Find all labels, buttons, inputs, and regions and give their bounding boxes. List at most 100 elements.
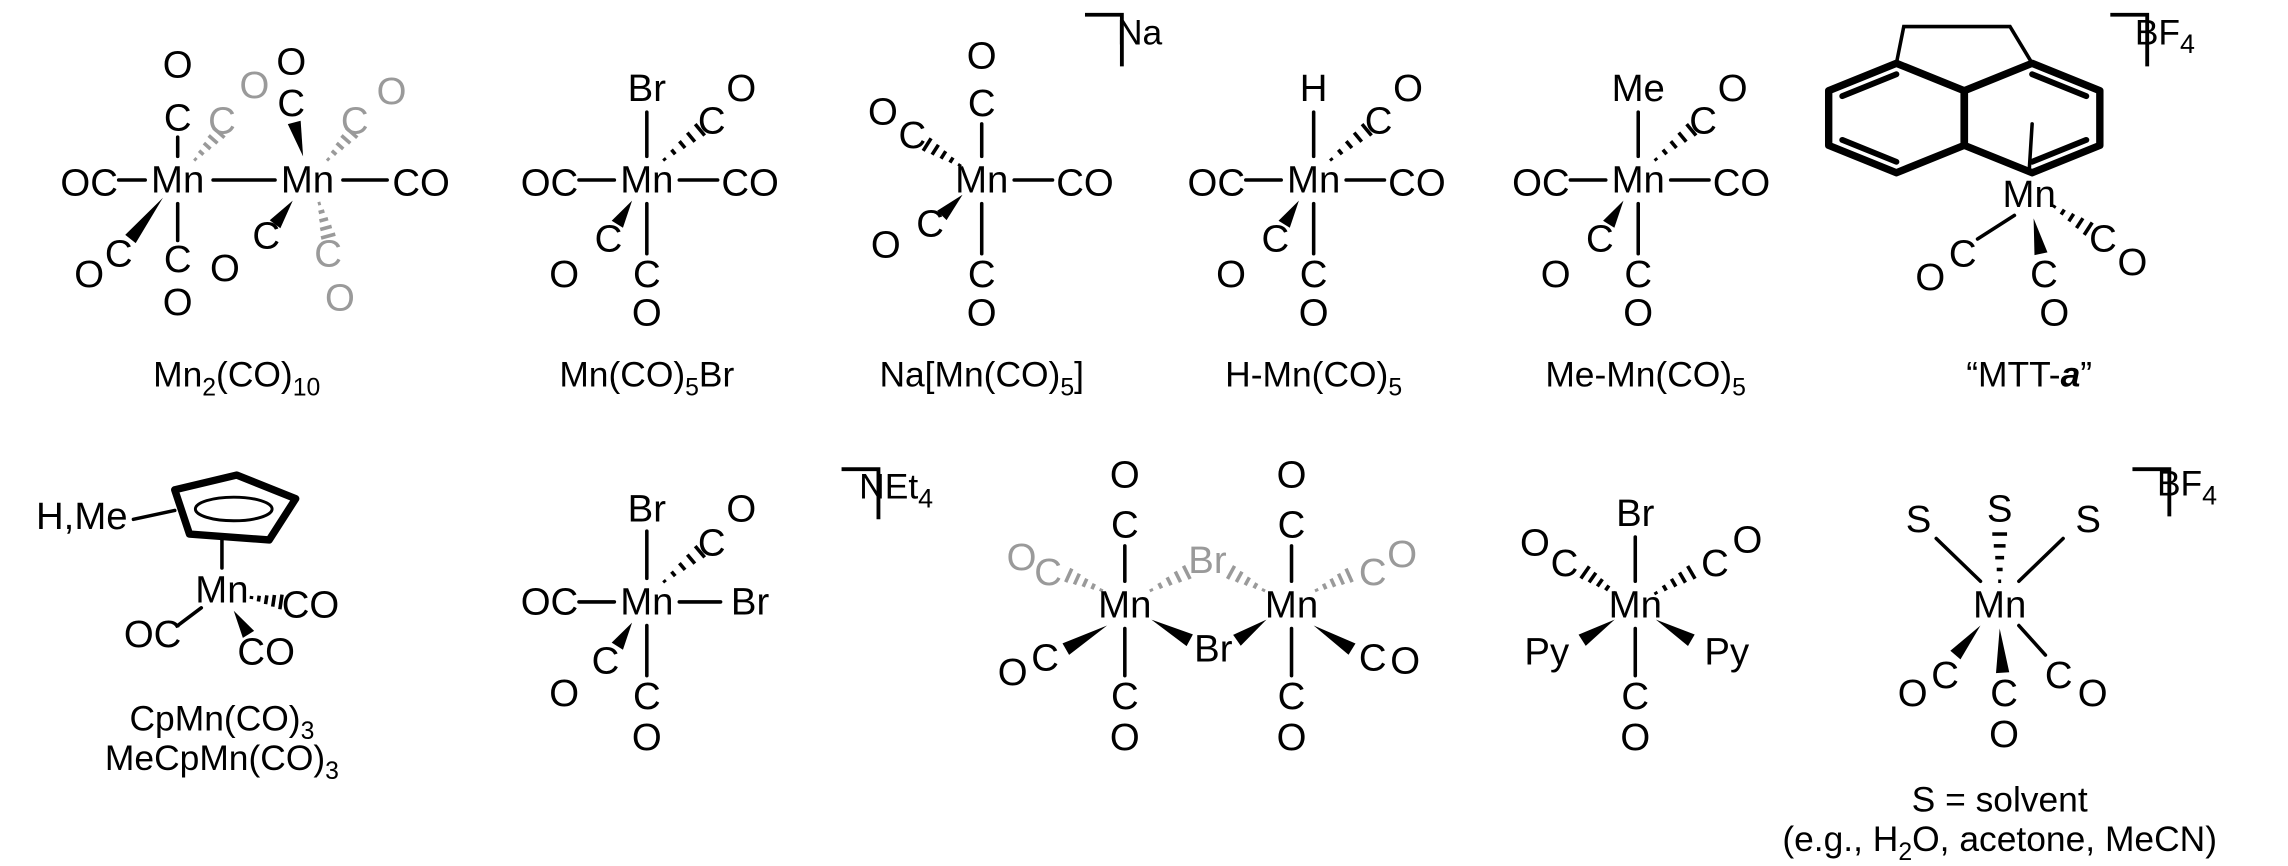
hashed-bond: [1653, 565, 1697, 596]
atom-label-c: C: [1701, 542, 1729, 585]
atom-label-o: O: [74, 253, 104, 296]
atom-label-mn: Mn: [151, 158, 204, 201]
atom-label-co: CO: [721, 161, 779, 204]
charge-bracket: [841, 467, 881, 520]
text-segment: (CO): [216, 355, 293, 395]
wedge-bond: [287, 120, 304, 157]
hashed-bond: [317, 201, 336, 240]
atom-label-c: C: [252, 215, 280, 258]
ethano-bridge: [1894, 24, 2034, 65]
compound-caption: Mn2​(CO)10​: [153, 355, 320, 402]
atom-label-mn: Mn: [281, 158, 334, 201]
text-segment: S = solvent: [1912, 779, 2088, 819]
atom-label-o: O: [967, 35, 997, 78]
atom-label-o: O: [871, 223, 901, 266]
subscript: 2: [202, 374, 216, 401]
atom-label-o: O: [1277, 716, 1307, 759]
compound-caption: Na[Mn(CO)5​]: [879, 355, 1084, 402]
atom-label-c: C: [916, 203, 944, 246]
atom-label-oc: OC: [1188, 161, 1246, 204]
atom-label-o: O: [163, 281, 193, 324]
compound-caption: Me-Mn(CO)5​: [1545, 355, 1746, 402]
atom-label-o: O: [1732, 518, 1762, 561]
text-segment: Mn(CO): [559, 355, 685, 395]
atom-label-mn: Mn: [195, 569, 248, 612]
cp-ring: [171, 471, 300, 544]
atom-label-oc: OC: [521, 580, 579, 623]
atom-label-o: O: [726, 487, 756, 530]
atom-label-c: C: [1261, 217, 1289, 260]
atom-label-o: O: [163, 43, 193, 86]
counter-ion: Na: [1117, 12, 1163, 52]
compound-caption: Mn(CO)5​Br: [559, 355, 734, 402]
wedge-bond: [1062, 625, 1108, 655]
bond-line: [2027, 122, 2034, 173]
bond-line: [1839, 71, 1900, 100]
atom-label-mn: Mn: [1287, 158, 1340, 201]
atom-label-o: O: [549, 672, 579, 715]
charge-bracket: [1084, 12, 1124, 67]
subscript: 5: [1388, 374, 1402, 401]
bond-line: [2029, 71, 2090, 100]
atom-label-o: O: [1520, 521, 1550, 564]
atom-label-o: O: [239, 64, 269, 107]
atom-label-mn: Mn: [1612, 158, 1665, 201]
hashed-bond: [325, 126, 359, 162]
hashed-bond: [193, 126, 226, 162]
atom-label-o: O: [1393, 67, 1423, 110]
atom-label-c: C: [2089, 217, 2117, 260]
text-segment: “MTT-: [1966, 355, 2060, 395]
atom-label-o: O: [549, 253, 579, 296]
subscript: 3: [325, 758, 339, 785]
atom-label-c: C: [1359, 551, 1387, 594]
text-segment: H-Mn(CO): [1225, 355, 1388, 395]
atom-label-c: C: [698, 99, 726, 142]
hashed-bond: [921, 137, 962, 168]
atom-label-mn: Mn: [1098, 583, 1151, 626]
compound-caption: S = solvent: [1912, 779, 2088, 819]
text-segment: (e.g., H: [1782, 819, 1898, 859]
wedge-bond: [611, 200, 633, 228]
atom-label-oc: OC: [124, 613, 182, 656]
atom-label-s: S: [1906, 498, 1932, 541]
atom-label-br: Br: [628, 67, 667, 110]
atom-label-mn: Mn: [1265, 583, 1318, 626]
bond-line: [1839, 136, 1900, 165]
bold-label: a: [2061, 355, 2081, 395]
atom-label-mn: Mn: [955, 158, 1008, 201]
atom-label-br: Br: [731, 580, 770, 623]
subscript: 4: [2202, 481, 2217, 511]
atom-label-c: C: [1949, 232, 1977, 275]
atom-label-c: C: [277, 82, 305, 125]
atom-label-c: C: [2030, 253, 2058, 296]
bond-line: [2017, 623, 2048, 657]
atom-label-c: C: [1034, 551, 1062, 594]
atom-label-c: C: [341, 99, 369, 142]
atom-label-co: CO: [392, 161, 450, 204]
compound-caption: CpMn(CO)3​: [130, 698, 315, 745]
atom-label-o: O: [2118, 241, 2148, 284]
atom-label-o: O: [377, 70, 407, 113]
atom-label-c: C: [968, 82, 996, 125]
atom-label-c: C: [1278, 675, 1306, 718]
bond-line: [175, 606, 204, 628]
hashed-bond: [1064, 567, 1104, 593]
text-segment: O, acetone, MeCN): [1912, 819, 2217, 859]
atom-label-br: Br: [1616, 492, 1655, 535]
atom-label-o: O: [726, 67, 756, 110]
wedge-bond: [1578, 619, 1615, 646]
atom-label-o: O: [632, 716, 662, 759]
atom-label-o: O: [2078, 672, 2108, 715]
compound-caption: H-Mn(CO)5​: [1225, 355, 1402, 402]
hashed-bond: [1225, 565, 1266, 593]
atom-label-o: O: [1110, 716, 1140, 759]
bond-line: [131, 508, 177, 522]
atom-label-h: H: [1300, 67, 1328, 110]
atom-label-c: C: [1621, 675, 1649, 718]
atom-label-co: CO: [1388, 161, 1446, 204]
atom-label-o: O: [967, 291, 997, 334]
